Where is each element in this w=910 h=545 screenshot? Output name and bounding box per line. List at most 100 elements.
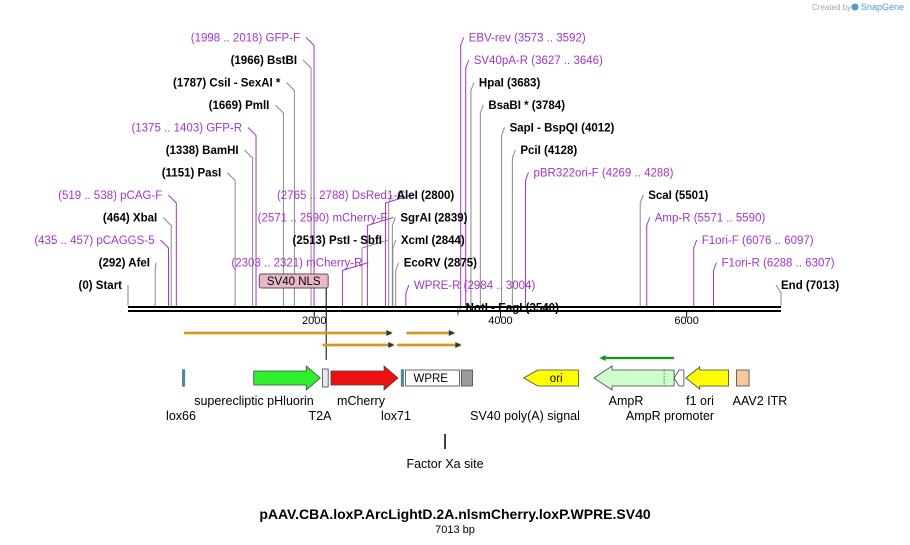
orf-arrows [183, 330, 675, 361]
right-leader-2 [470, 82, 475, 306]
t2a-feature: T2A [309, 368, 333, 423]
right-label-13: ScaI (5501) [648, 190, 708, 202]
right-label-5: PciI (4128) [520, 145, 577, 157]
right-label-8: SgrAI (2839) [400, 213, 467, 225]
right-leader-11 [405, 284, 410, 306]
mid-label-1: (2571 .. 2590) mCherry-F [258, 213, 388, 225]
map-length: 7013 bp [435, 524, 475, 536]
ruler-tick-label-1: 4000 [488, 315, 512, 327]
sequence-backbone [128, 306, 781, 312]
right-label-17: End (7013) [781, 280, 839, 292]
left-leader-9 [160, 239, 170, 306]
mid-label-3: (2303 .. 2321) mCherry-R [231, 258, 362, 270]
right-leader-5 [511, 149, 516, 306]
f1-ori-label: f1 ori [686, 394, 714, 408]
left-label-9: (435 .. 457) pCAGGS-5 [34, 235, 154, 247]
right-leader-0 [460, 37, 465, 306]
left-leader-3 [275, 104, 284, 306]
right-label-16: F1ori-R (6288 .. 6307) [721, 258, 834, 270]
left-leader-10 [154, 262, 157, 306]
left-label-6: (1151) PasI [162, 168, 221, 180]
sv40-nls-label: SV40 NLS [267, 276, 321, 288]
sv40-polya-feature: SV40 poly(A) signal [460, 369, 580, 423]
superecliptic-phluorin-feature: superecliptic pHluorin [194, 365, 321, 408]
right-leader-13 [639, 194, 644, 306]
watermark-brand: SnapGene [861, 2, 904, 12]
ruler-tick-label-0: 2000 [302, 315, 326, 327]
right-label-4: SapI - BspQI (4012) [510, 123, 615, 135]
site-labels: (1998 .. 2018) GFP-F(1966) BstBI(1787) C… [34, 33, 839, 315]
right-label-6: pBR322ori-F (4269 .. 4288) [533, 168, 673, 180]
ampr-promoter-feature: AmpR promoter [626, 369, 714, 423]
sv40-polya-label: SV40 poly(A) signal [470, 409, 580, 423]
aav2-itr-label: AAV2 ITR [733, 394, 788, 408]
right-leader-1 [465, 59, 470, 306]
map-title: pAAV.CBA.loxP.ArcLightD.2A.nlsmCherry.lo… [259, 506, 651, 522]
orf-head-1 [448, 330, 455, 336]
orf-head-0 [386, 330, 393, 336]
aav2-itr-feature: AAV2 ITR [733, 369, 788, 408]
right-label-2: HpaI (3683) [479, 78, 541, 90]
mid-label-2: (2513) PstI - SbfI [293, 235, 382, 247]
left-label-11: (0) Start [79, 280, 123, 292]
lox71-feature: lox71 [381, 369, 411, 423]
left-label-0: (1998 .. 2018) GFP-F [191, 33, 300, 45]
left-leader-6 [226, 172, 236, 306]
left-leader-0 [305, 37, 315, 306]
orf-head-3 [455, 342, 462, 348]
ori-label: ori [550, 373, 563, 385]
right-label-10: EcoRV (2875) [404, 258, 477, 270]
right-label-1: SV40pA-R (3627 .. 3646) [474, 55, 603, 67]
mcherry-label: mCherry [337, 394, 386, 408]
mid-leader-3 [341, 262, 369, 306]
mid-leader-2 [361, 239, 389, 306]
f1-ori-feature: f1 ori [685, 366, 729, 408]
right-leader-3 [479, 104, 484, 306]
t2a-label: T2A [309, 409, 333, 423]
left-label-5: (1338) BamHI [166, 145, 239, 157]
lox71-label: lox71 [381, 409, 411, 423]
right-label-14: Amp-R (5571 .. 5590) [655, 213, 766, 225]
right-leader-7 [388, 194, 393, 306]
left-label-8: (464) XbaI [103, 213, 157, 225]
right-label-0: EBV-rev (3573 .. 3592) [469, 33, 586, 45]
right-leader-4 [501, 127, 506, 306]
lox66-label: lox66 [166, 409, 196, 423]
right-label-11: WPRE-R (2984 .. 3004) [414, 280, 536, 292]
mid-leader-1 [366, 217, 394, 306]
ruler-tick-label-2: 6000 [674, 315, 698, 327]
factor-xa-site-label: Factor Xa site [406, 457, 483, 471]
snapgene-logo-icon [851, 3, 859, 11]
watermark-prefix: Created by [812, 3, 851, 12]
mid-leader-0 [384, 194, 412, 306]
right-label-7: AleI (2800) [397, 190, 455, 202]
orf-head-2 [388, 342, 395, 348]
right-leader-14 [646, 217, 651, 306]
ori-feature: ori [522, 369, 580, 387]
right-label-3: BsaBI * (3784) [488, 100, 565, 112]
right-label-15: F1ori-F (6076 .. 6097) [702, 235, 814, 247]
watermark: Created by SnapGene [812, 2, 904, 12]
ampr-promoter-label: AmpR promoter [626, 409, 714, 423]
ampr-orf-head [599, 355, 606, 361]
label-leader-lines [127, 37, 782, 316]
ampr-label: AmpR [609, 394, 644, 408]
left-label-3: (1669) PmlI [209, 100, 270, 112]
right-label-12: NotI - EagI (3540) [466, 303, 559, 315]
ruler: 2000 4000 6000 SV40 NLS [258, 273, 699, 360]
left-leader-2 [286, 82, 295, 306]
right-label-9: XcmI (2844) [401, 235, 465, 247]
left-label-10: (292) AfeI [99, 258, 150, 270]
right-leader-6 [524, 172, 529, 306]
right-leader-10 [395, 262, 400, 306]
left-leader-4 [247, 127, 257, 306]
right-leader-9 [392, 239, 397, 306]
left-leader-7 [167, 194, 177, 306]
wpre-feature: WPRE [405, 369, 460, 387]
left-leader-5 [244, 149, 254, 306]
left-label-7: (519 .. 538) pCAG-F [58, 190, 162, 202]
right-leader-16 [712, 262, 717, 306]
wpre-label: WPRE [413, 373, 448, 385]
